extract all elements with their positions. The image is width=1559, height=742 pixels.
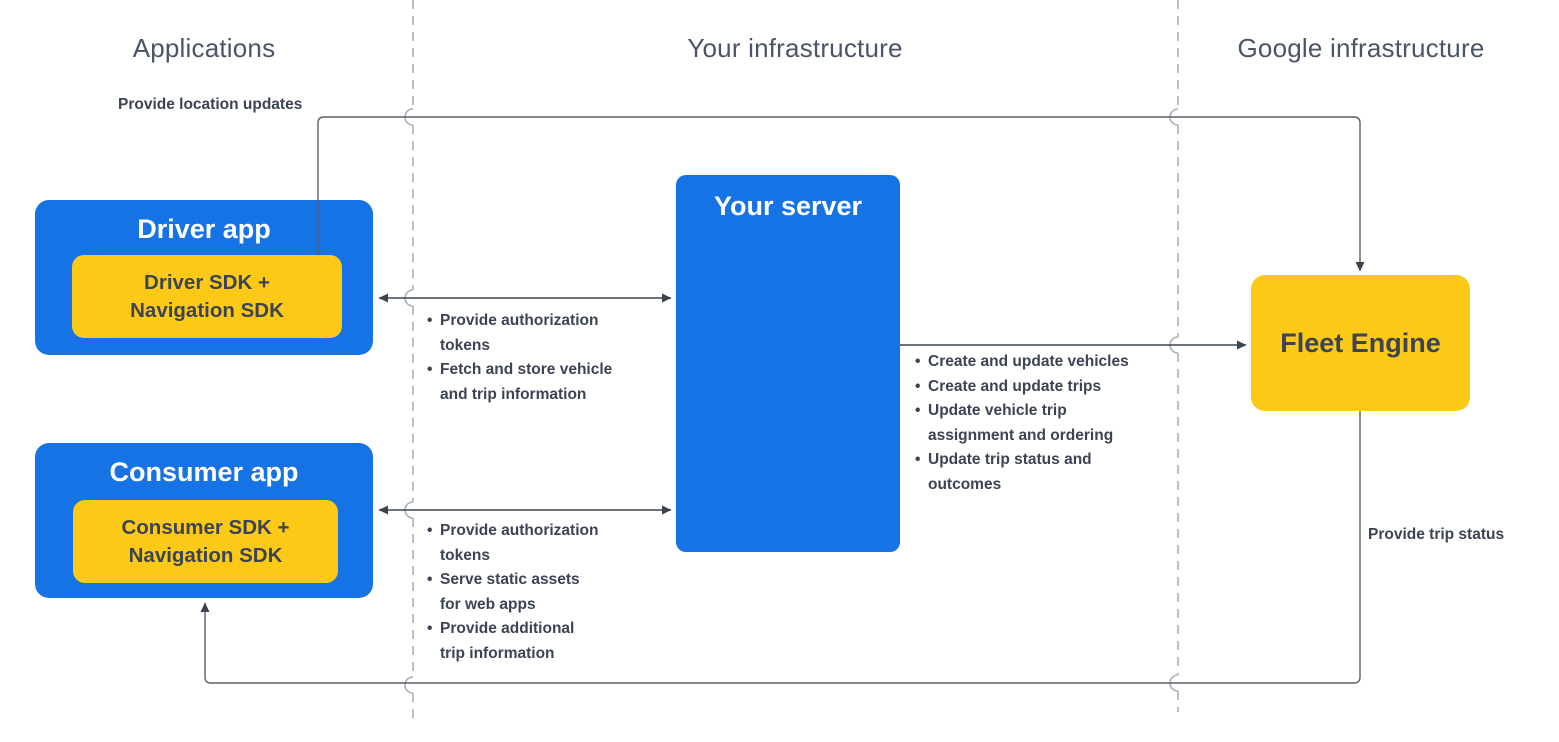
bullet-item: Update trip status and outcomes	[915, 448, 1175, 497]
bullet-item: Provide authorization tokens	[427, 519, 657, 568]
consumer-sdk-box: Consumer SDK + Navigation SDK	[73, 500, 338, 583]
driver-app-title: Driver app	[137, 214, 271, 244]
bullet-item: Create and update trips	[915, 375, 1175, 400]
bullet-item: Serve static assets for web apps	[427, 568, 657, 617]
lane-header-google-infrastructure: Google infrastructure	[1237, 33, 1485, 63]
lane-header-applications: Applications	[132, 33, 276, 63]
lane-header-your-infrastructure: Your infrastructure	[687, 33, 903, 63]
consumer-server-bullet-list: Provide authorization tokens Serve stati…	[427, 519, 657, 666]
edge-label-provide-location-updates: Provide location updates	[118, 96, 303, 113]
node-driver-app: Driver app Driver SDK + Navigation SDK	[35, 200, 373, 355]
your-server-title: Your server	[713, 191, 863, 221]
bullet-item: Create and update vehicles	[915, 350, 1175, 375]
node-your-server: Your server	[676, 175, 900, 552]
driver-server-bullet-list: Provide authorization tokens Fetch and s…	[427, 309, 657, 407]
node-fleet-engine: Fleet Engine	[1251, 275, 1470, 411]
fleet-engine-title: Fleet Engine	[1280, 327, 1441, 358]
node-consumer-app: Consumer app Consumer SDK + Navigation S…	[35, 443, 373, 598]
bullet-item: Update vehicle trip assignment and order…	[915, 399, 1175, 448]
server-fleet-bullet-list: Create and update vehicles Create and up…	[915, 350, 1175, 497]
bullet-item: Provide additional trip information	[427, 617, 657, 666]
consumer-app-title: Consumer app	[109, 457, 299, 487]
edge-label-provide-trip-status: Provide trip status	[1368, 526, 1505, 543]
bullet-item: Provide authorization tokens	[427, 309, 657, 358]
driver-sdk-box: Driver SDK + Navigation SDK	[72, 255, 342, 338]
lane-divider-left	[404, 0, 414, 722]
bullet-item: Fetch and store vehicle and trip informa…	[427, 358, 657, 407]
